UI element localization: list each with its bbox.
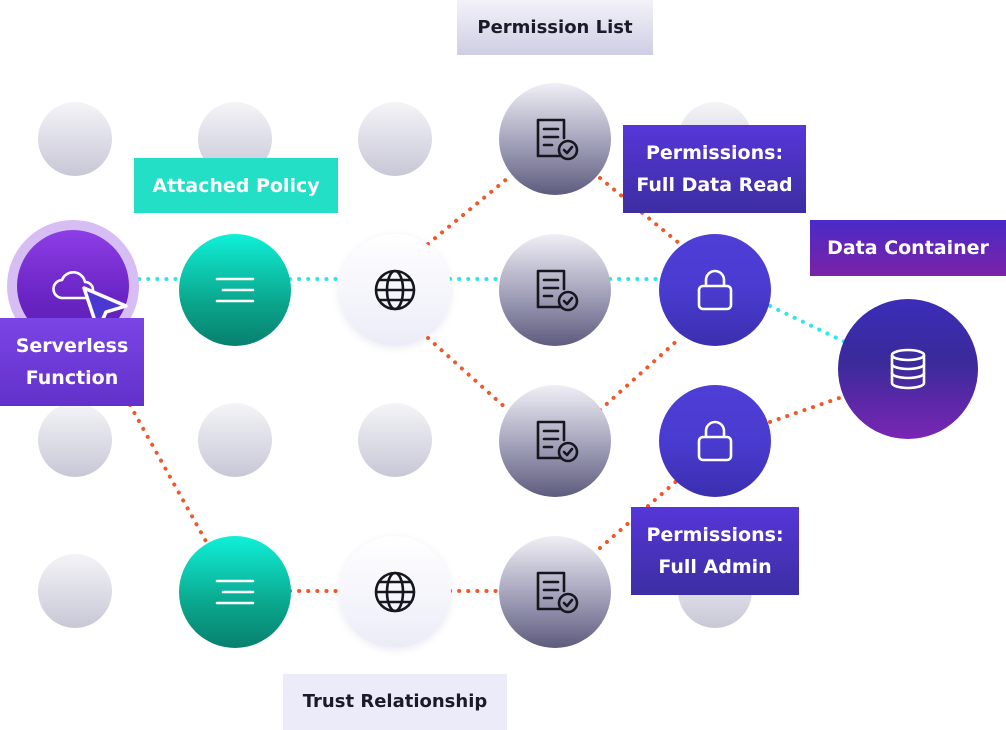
lock-icon [695,267,735,313]
ghost-node [38,403,112,477]
ghost-node [358,403,432,477]
data-container-node[interactable] [838,299,978,439]
database-icon [888,347,928,391]
permission-node-lower[interactable] [499,385,611,497]
link-lock-bottom-to-database [768,394,847,424]
permissions-full-data-read-label: Permissions: Full Data Read [623,125,806,213]
ghost-node [38,554,112,628]
lock-node-read[interactable] [659,234,771,346]
data-container-text: Data Container [827,237,989,259]
lock-node-admin[interactable] [659,385,771,497]
document-check-icon [530,418,580,464]
attached-policy-label: Attached Policy [134,158,338,213]
permission-node-top[interactable] [499,83,611,195]
permissions-admin-line2: Full Admin [658,556,772,578]
link-lock-top-to-database [768,304,847,344]
lines-icon [213,273,257,307]
link-doc-top-to-lock-top [598,176,682,246]
permission-node-bottom[interactable] [499,536,611,648]
link-globe-to-doc-bottom [426,336,510,412]
trust-network-node[interactable] [339,536,451,648]
lines-icon [213,575,257,609]
attached-policy-text: Attached Policy [152,174,320,197]
ghost-node [38,102,112,176]
globe-icon [373,570,417,614]
ghost-node [198,403,272,477]
permission-node-middle[interactable] [499,234,611,346]
link-function-to-policy-bottom [128,403,210,547]
link-doc-bottom-to-lock-top [598,336,682,412]
data-container-label: Data Container [810,220,1006,276]
lock-icon [695,418,735,464]
ghost-node [358,102,432,176]
permissions-full-admin-label: Permissions: Full Admin [631,507,799,595]
permission-list-text: Permission List [477,16,633,38]
network-node[interactable] [339,234,451,346]
document-check-icon [530,267,580,313]
permissions-admin-line1: Permissions: [646,524,784,546]
trust-policy-node[interactable] [179,536,291,648]
permissions-read-line1: Permissions: [645,142,784,164]
trust-relationship-label: Trust Relationship [283,674,507,730]
link-globe-to-doc-top [426,176,510,246]
globe-icon [373,268,417,312]
document-check-icon [530,569,580,615]
permissions-read-line2: Full Data Read [636,174,793,196]
serverless-function-label: Serverless Function [0,318,144,406]
serverless-line2: Function [25,367,119,389]
document-check-icon [530,116,580,162]
serverless-line1: Serverless [15,335,129,357]
trust-relationship-text: Trust Relationship [302,691,488,712]
attached-policy-node[interactable] [179,234,291,346]
permission-list-label: Permission List [457,0,653,55]
